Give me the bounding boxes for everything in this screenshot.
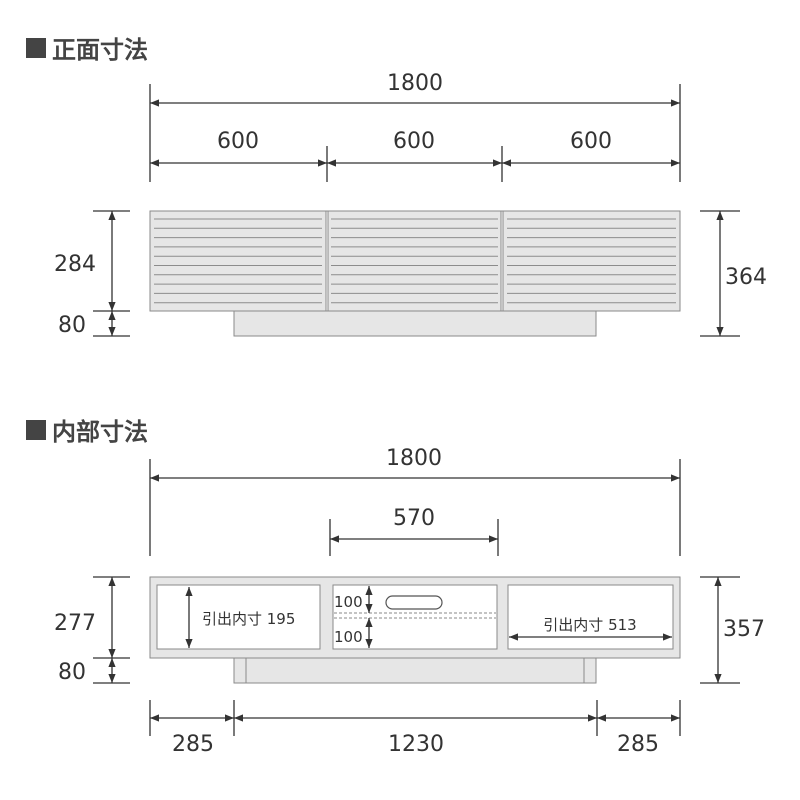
front-width-2: 600 — [393, 129, 435, 154]
middle-lower-height: 100 — [334, 628, 363, 646]
interior-section: 内部寸法 1800 570 引出内寸 195 100 100 — [26, 418, 765, 757]
base-width-left: 285 — [172, 732, 214, 757]
front-height-base: 80 — [58, 313, 86, 338]
interior-height-total: 357 — [723, 617, 765, 642]
front-divider — [500, 210, 504, 312]
drawer-right-label: 引出内寸 513 — [543, 616, 636, 634]
interior-width-middle: 570 — [393, 506, 435, 531]
front-height-total: 364 — [725, 265, 767, 290]
front-divider — [325, 210, 329, 312]
front-cabinet-body — [149, 210, 681, 312]
front-width-total: 1800 — [387, 71, 443, 96]
interior-title: 内部寸法 — [52, 418, 148, 446]
front-slats — [154, 218, 676, 304]
front-height-body: 284 — [54, 252, 96, 277]
heading-square-icon — [26, 420, 46, 440]
cable-hole-icon — [385, 595, 443, 610]
front-base — [233, 310, 597, 337]
drawer-left-label: 引出内寸 195 — [202, 610, 295, 628]
front-width-1: 600 — [217, 129, 259, 154]
interior-base — [233, 657, 597, 684]
base-width-right: 285 — [617, 732, 659, 757]
front-width-3: 600 — [570, 129, 612, 154]
interior-height-body: 277 — [54, 611, 96, 636]
front-title: 正面寸法 — [52, 36, 148, 64]
heading-square-icon — [26, 38, 46, 58]
front-section: 正面寸法 1800 600 600 600 284 80 — [26, 36, 767, 338]
base-width-middle: 1230 — [388, 732, 444, 757]
interior-height-base: 80 — [58, 660, 86, 685]
middle-upper-height: 100 — [334, 593, 363, 611]
interior-left-compartment — [156, 584, 321, 650]
interior-width-total: 1800 — [386, 446, 442, 471]
